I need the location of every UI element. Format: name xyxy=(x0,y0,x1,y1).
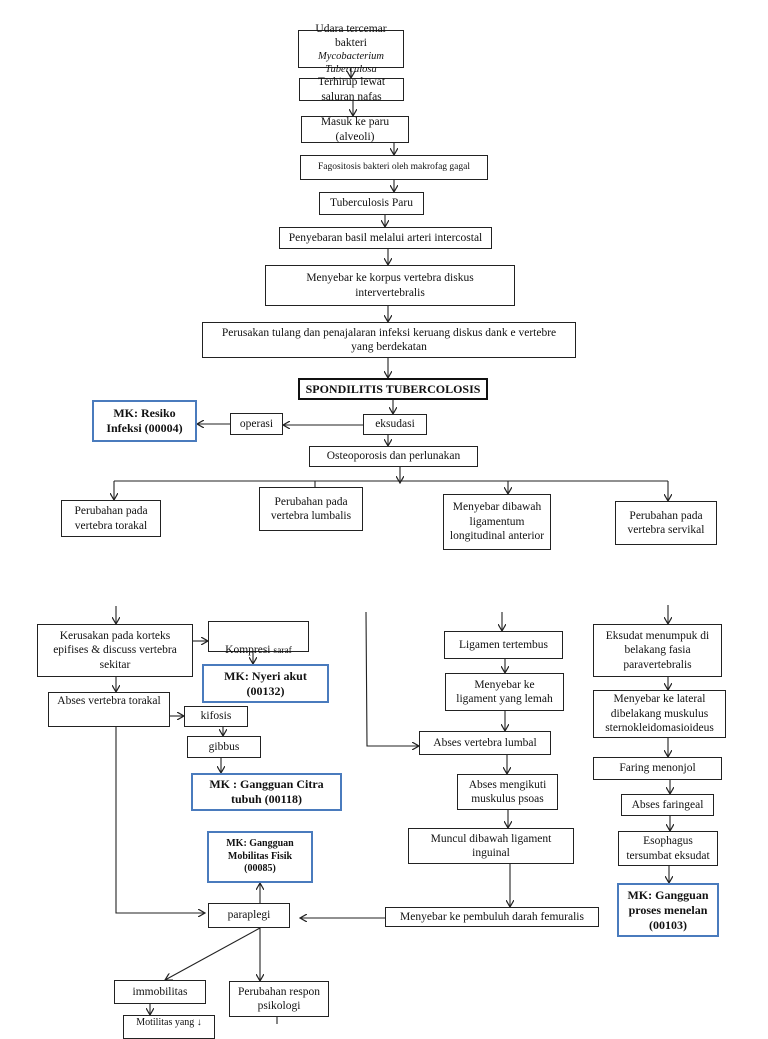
arrow xyxy=(365,611,419,746)
node-osteoporosis: Osteoporosis dan perlunakan xyxy=(309,446,478,467)
node-perusakan: Perusakan tulang dan penajalaran infeksi… xyxy=(202,322,576,358)
node-psoas: Abses mengikuti muskulus psoas xyxy=(457,774,558,810)
node-ligamen-tertembus: Ligamen tertembus xyxy=(444,631,563,659)
node-operasi: operasi xyxy=(230,413,283,435)
node-kompresi-small: saraf xyxy=(273,646,292,657)
node-motilitas: Motilitas yang ↓ xyxy=(123,1015,215,1039)
node-kifosis: kifosis xyxy=(184,706,248,727)
node-torakal: Perubahan pada vertebra torakal xyxy=(61,500,161,537)
node-servikal: Perubahan pada vertebra servikal xyxy=(615,501,717,545)
node-udara-line2: Mycobacterium Tuberculosa xyxy=(318,51,384,76)
node-eksudat: Eksudat menumpuk di belakang fasia parav… xyxy=(593,624,722,677)
node-tbparu: Tuberculosis Paru xyxy=(319,192,424,215)
node-paraplegi: paraplegi xyxy=(208,903,290,928)
diagnosis-nyeri-akut: MK: Nyeri akut (00132) xyxy=(202,664,329,703)
node-spondilitis: SPONDILITIS TUBERCOLOSIS xyxy=(298,378,488,400)
node-immobilitas: immobilitas xyxy=(114,980,206,1004)
node-femuralis: Menyebar ke pembuluh darah femuralis xyxy=(385,907,599,927)
node-kompresi: Kompresi saraf xyxy=(208,621,309,656)
node-kerusakan: Kerusakan pada korteks epifises & discus… xyxy=(37,624,193,677)
node-esophagus: Esophagus tersumbat eksudat xyxy=(618,831,718,866)
node-ligament-lemah: Menyebar ke ligament yang lemah xyxy=(445,673,564,711)
node-lumbalis: Perubahan pada vertebra lumbalis xyxy=(259,487,363,531)
node-abses-lumbal: Abses vertebra lumbal xyxy=(419,731,551,755)
node-masuk: Masuk ke paru (alveoli) xyxy=(301,116,409,143)
node-fagositosis: Fagositosis bakteri oleh makrofag gagal xyxy=(300,155,488,180)
arrow xyxy=(165,927,261,980)
arrow xyxy=(115,727,205,913)
node-lateral: Menyebar ke lateral dibelakang muskulus … xyxy=(593,690,726,738)
node-korpus: Menyebar ke korpus vertebra diskus inter… xyxy=(265,265,515,306)
diagnosis-mobilitas-fisik: MK: Gangguan Mobilitas Fisik (00085) xyxy=(207,831,313,883)
node-terhirup: Terhirup lewat saluran nafas xyxy=(299,76,404,103)
diagnosis-citra-tubuh: MK : Gangguan Citra tubuh (00118) xyxy=(191,773,342,811)
node-muncul: Muncul dibawah ligament inguinal xyxy=(408,828,574,864)
node-faringeal: Abses faringeal xyxy=(621,794,714,816)
node-ligamentum: Menyebar dibawah ligamentum longitudinal… xyxy=(443,494,551,550)
node-gibbus: gibbus xyxy=(187,736,261,758)
node-penyebaran: Penyebaran basil melalui arteri intercos… xyxy=(279,227,492,249)
diagnosis-proses-menelan: MK: Gangguan proses menelan (00103) xyxy=(617,883,719,937)
node-respon: Perubahan respon psikologi xyxy=(229,981,329,1017)
node-udara: Udara tercemar bakteri Mycobacterium Tub… xyxy=(298,23,404,75)
node-abses-torakal: Abses vertebra torakal xyxy=(48,692,170,727)
diagnosis-resiko-infeksi: MK: Resiko Infeksi (00004) xyxy=(92,400,197,442)
node-udara-line1: Udara tercemar bakteri xyxy=(315,22,387,49)
node-kompresi-label: Kompresi xyxy=(225,644,274,657)
node-faring: Faring menonjol xyxy=(593,757,722,780)
node-eksudasi: eksudasi xyxy=(363,414,427,435)
